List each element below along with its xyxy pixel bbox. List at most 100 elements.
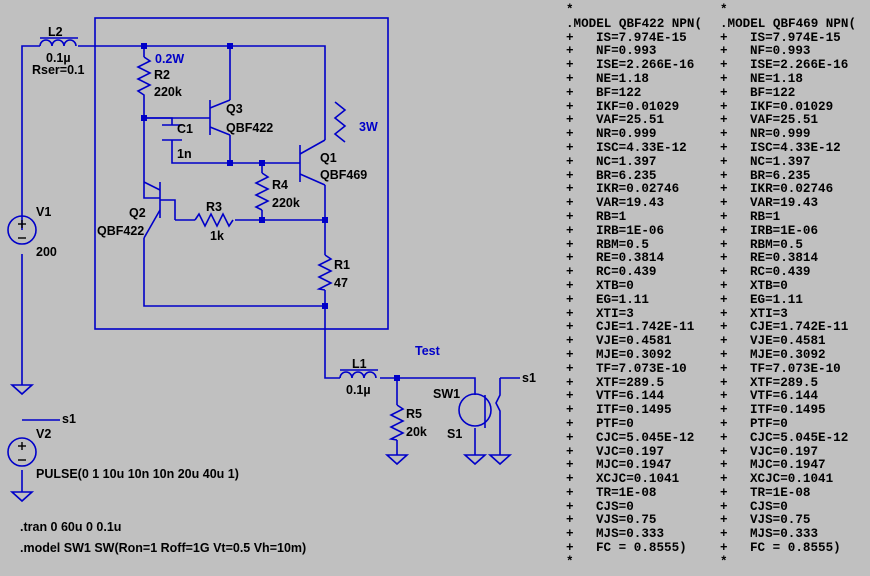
- model-param: BF=122: [750, 85, 796, 100]
- continuation-plus: +: [720, 334, 728, 349]
- model-param: NC=1.397: [596, 154, 657, 169]
- model-param: NE=1.18: [596, 71, 649, 86]
- switch-sw1: [458, 393, 492, 427]
- wire-q2-emitter: [143, 238, 325, 307]
- v2-net-label: s1: [62, 412, 76, 426]
- continuation-plus: +: [566, 113, 574, 128]
- model-param-line: +RC=0.439: [720, 265, 856, 280]
- model-param: TR=1E-08: [750, 485, 811, 500]
- model-param: VTF=6.144: [596, 389, 665, 404]
- model-param-line: +XTB=0: [566, 279, 702, 294]
- model-param: RBM=0.5: [596, 237, 649, 252]
- v2-value: PULSE(0 1 10u 10n 10n 20u 40u 1): [36, 467, 239, 481]
- continuation-plus: +: [566, 168, 574, 183]
- model-param-line: +CJS=0: [566, 499, 702, 515]
- continuation-plus: +: [566, 99, 574, 114]
- model-param-line: +CJC=5.045E-12: [566, 431, 702, 446]
- model-param-line: +PTF=0: [566, 417, 702, 432]
- inductor-l2: [39, 39, 77, 47]
- model-param: MJS=0.333: [596, 527, 665, 542]
- continuation-plus: +: [720, 196, 728, 211]
- model-param: NE=1.18: [750, 71, 803, 86]
- model-param-line: + EG=1.11: [720, 292, 856, 308]
- model-param: XCJC=0.1041: [750, 472, 834, 487]
- model-param: EG=1.11: [750, 292, 803, 307]
- wire-r2-q2: [143, 118, 160, 199]
- continuation-plus: +: [720, 485, 728, 500]
- model-param-line: +VJE=0.4581: [720, 334, 856, 349]
- model-param: IKR=0.02746: [750, 182, 834, 197]
- model-param: ISC=4.33E-12: [750, 140, 841, 155]
- model-param-line: +RBM=0.5: [720, 238, 856, 253]
- l1-name: L1: [352, 357, 367, 371]
- c1-value: 1n: [177, 147, 192, 161]
- continuation-plus: +: [720, 71, 728, 86]
- model-param-line: + VTF=6.144: [566, 389, 702, 404]
- continuation-plus: +: [566, 389, 574, 404]
- model-param: CJE=1.742E-11: [750, 320, 849, 335]
- r1-name: R1: [334, 258, 350, 272]
- continuation-plus: +: [566, 320, 574, 335]
- model-param: ITF=0.1495: [750, 403, 826, 418]
- junction-dot: [227, 43, 233, 49]
- v1-name: V1: [36, 205, 51, 219]
- continuation-plus: +: [720, 444, 728, 459]
- continuation-plus: +: [566, 458, 574, 473]
- inductor-l1: [339, 371, 377, 379]
- model-param: IKF=0.01029: [596, 99, 680, 114]
- switch-sw1-control: [495, 378, 501, 428]
- continuation-plus: +: [566, 44, 574, 59]
- q3-name: Q3: [226, 102, 243, 116]
- model-param-line: +IKR=0.02746: [720, 182, 856, 197]
- model-param-line: +NE=1.18: [566, 71, 702, 87]
- model-param-line: +RB=1: [720, 210, 856, 225]
- model-param: VAR=19.43: [596, 196, 665, 211]
- continuation-plus: +: [566, 182, 574, 197]
- model-param-line: +CJS=0: [720, 500, 856, 515]
- continuation-plus: +: [720, 113, 728, 128]
- model-param: IKR=0.02746: [596, 182, 680, 197]
- model-param: NR=0.999: [750, 127, 811, 142]
- continuation-plus: +: [720, 223, 728, 238]
- model-param: XCJC=0.1041: [596, 472, 680, 487]
- model-param: MJS=0.333: [750, 527, 819, 542]
- model-param-line: + VJC=0.197: [720, 444, 856, 460]
- q3-collector: [209, 99, 231, 109]
- v2-name: V2: [36, 427, 51, 441]
- model-param: ISE=2.266E-16: [596, 58, 695, 73]
- model-param-line: +VAF=25.51: [720, 113, 856, 128]
- model-param-line: +IRB=1E-06: [566, 224, 702, 239]
- model-param-line: +CJE=1.742E-11: [720, 320, 856, 335]
- ground-v1: [9, 384, 35, 396]
- junction-dot: [259, 217, 265, 223]
- model-param: CJE=1.742E-11: [596, 320, 695, 335]
- model-star-line: *: [566, 3, 574, 17]
- model-param-line: +XTF=289.5: [720, 376, 856, 391]
- model-param-line: +PTF=0: [720, 416, 856, 432]
- model-param-line: +BF=122: [720, 85, 856, 101]
- model-param: VJC=0.197: [750, 444, 819, 459]
- voltage-source-v2: [7, 437, 37, 467]
- model-param-line: +TF=7.073E-10: [720, 362, 856, 377]
- continuation-plus: +: [566, 499, 574, 514]
- model-param-line: +MJC=0.1947: [566, 458, 702, 473]
- continuation-plus: +: [720, 416, 728, 431]
- model-param-line: +VJS=0.75: [720, 514, 856, 528]
- model-param: RC=0.439: [596, 265, 657, 280]
- q3-model: QBF422: [226, 121, 273, 135]
- model-param-line: +ISE=2.266E-16: [720, 58, 856, 73]
- model-param: BR=6.235: [750, 168, 811, 183]
- directive-tran: .tran 0 60u 0 0.1u: [20, 520, 121, 534]
- continuation-plus: +: [566, 485, 574, 500]
- junction-dot: [227, 160, 233, 166]
- ground-sw1-ctrl: [487, 454, 513, 466]
- ground-r5: [384, 454, 410, 466]
- continuation-plus: +: [720, 541, 728, 556]
- model-header: .MODEL QBF469 NPN(: [720, 16, 857, 31]
- continuation-plus: +: [720, 292, 728, 307]
- continuation-plus: +: [566, 154, 574, 169]
- model-param-line: + TR=1E-08: [720, 485, 856, 501]
- heatsink-q1: [333, 101, 347, 143]
- continuation-plus: +: [566, 58, 574, 73]
